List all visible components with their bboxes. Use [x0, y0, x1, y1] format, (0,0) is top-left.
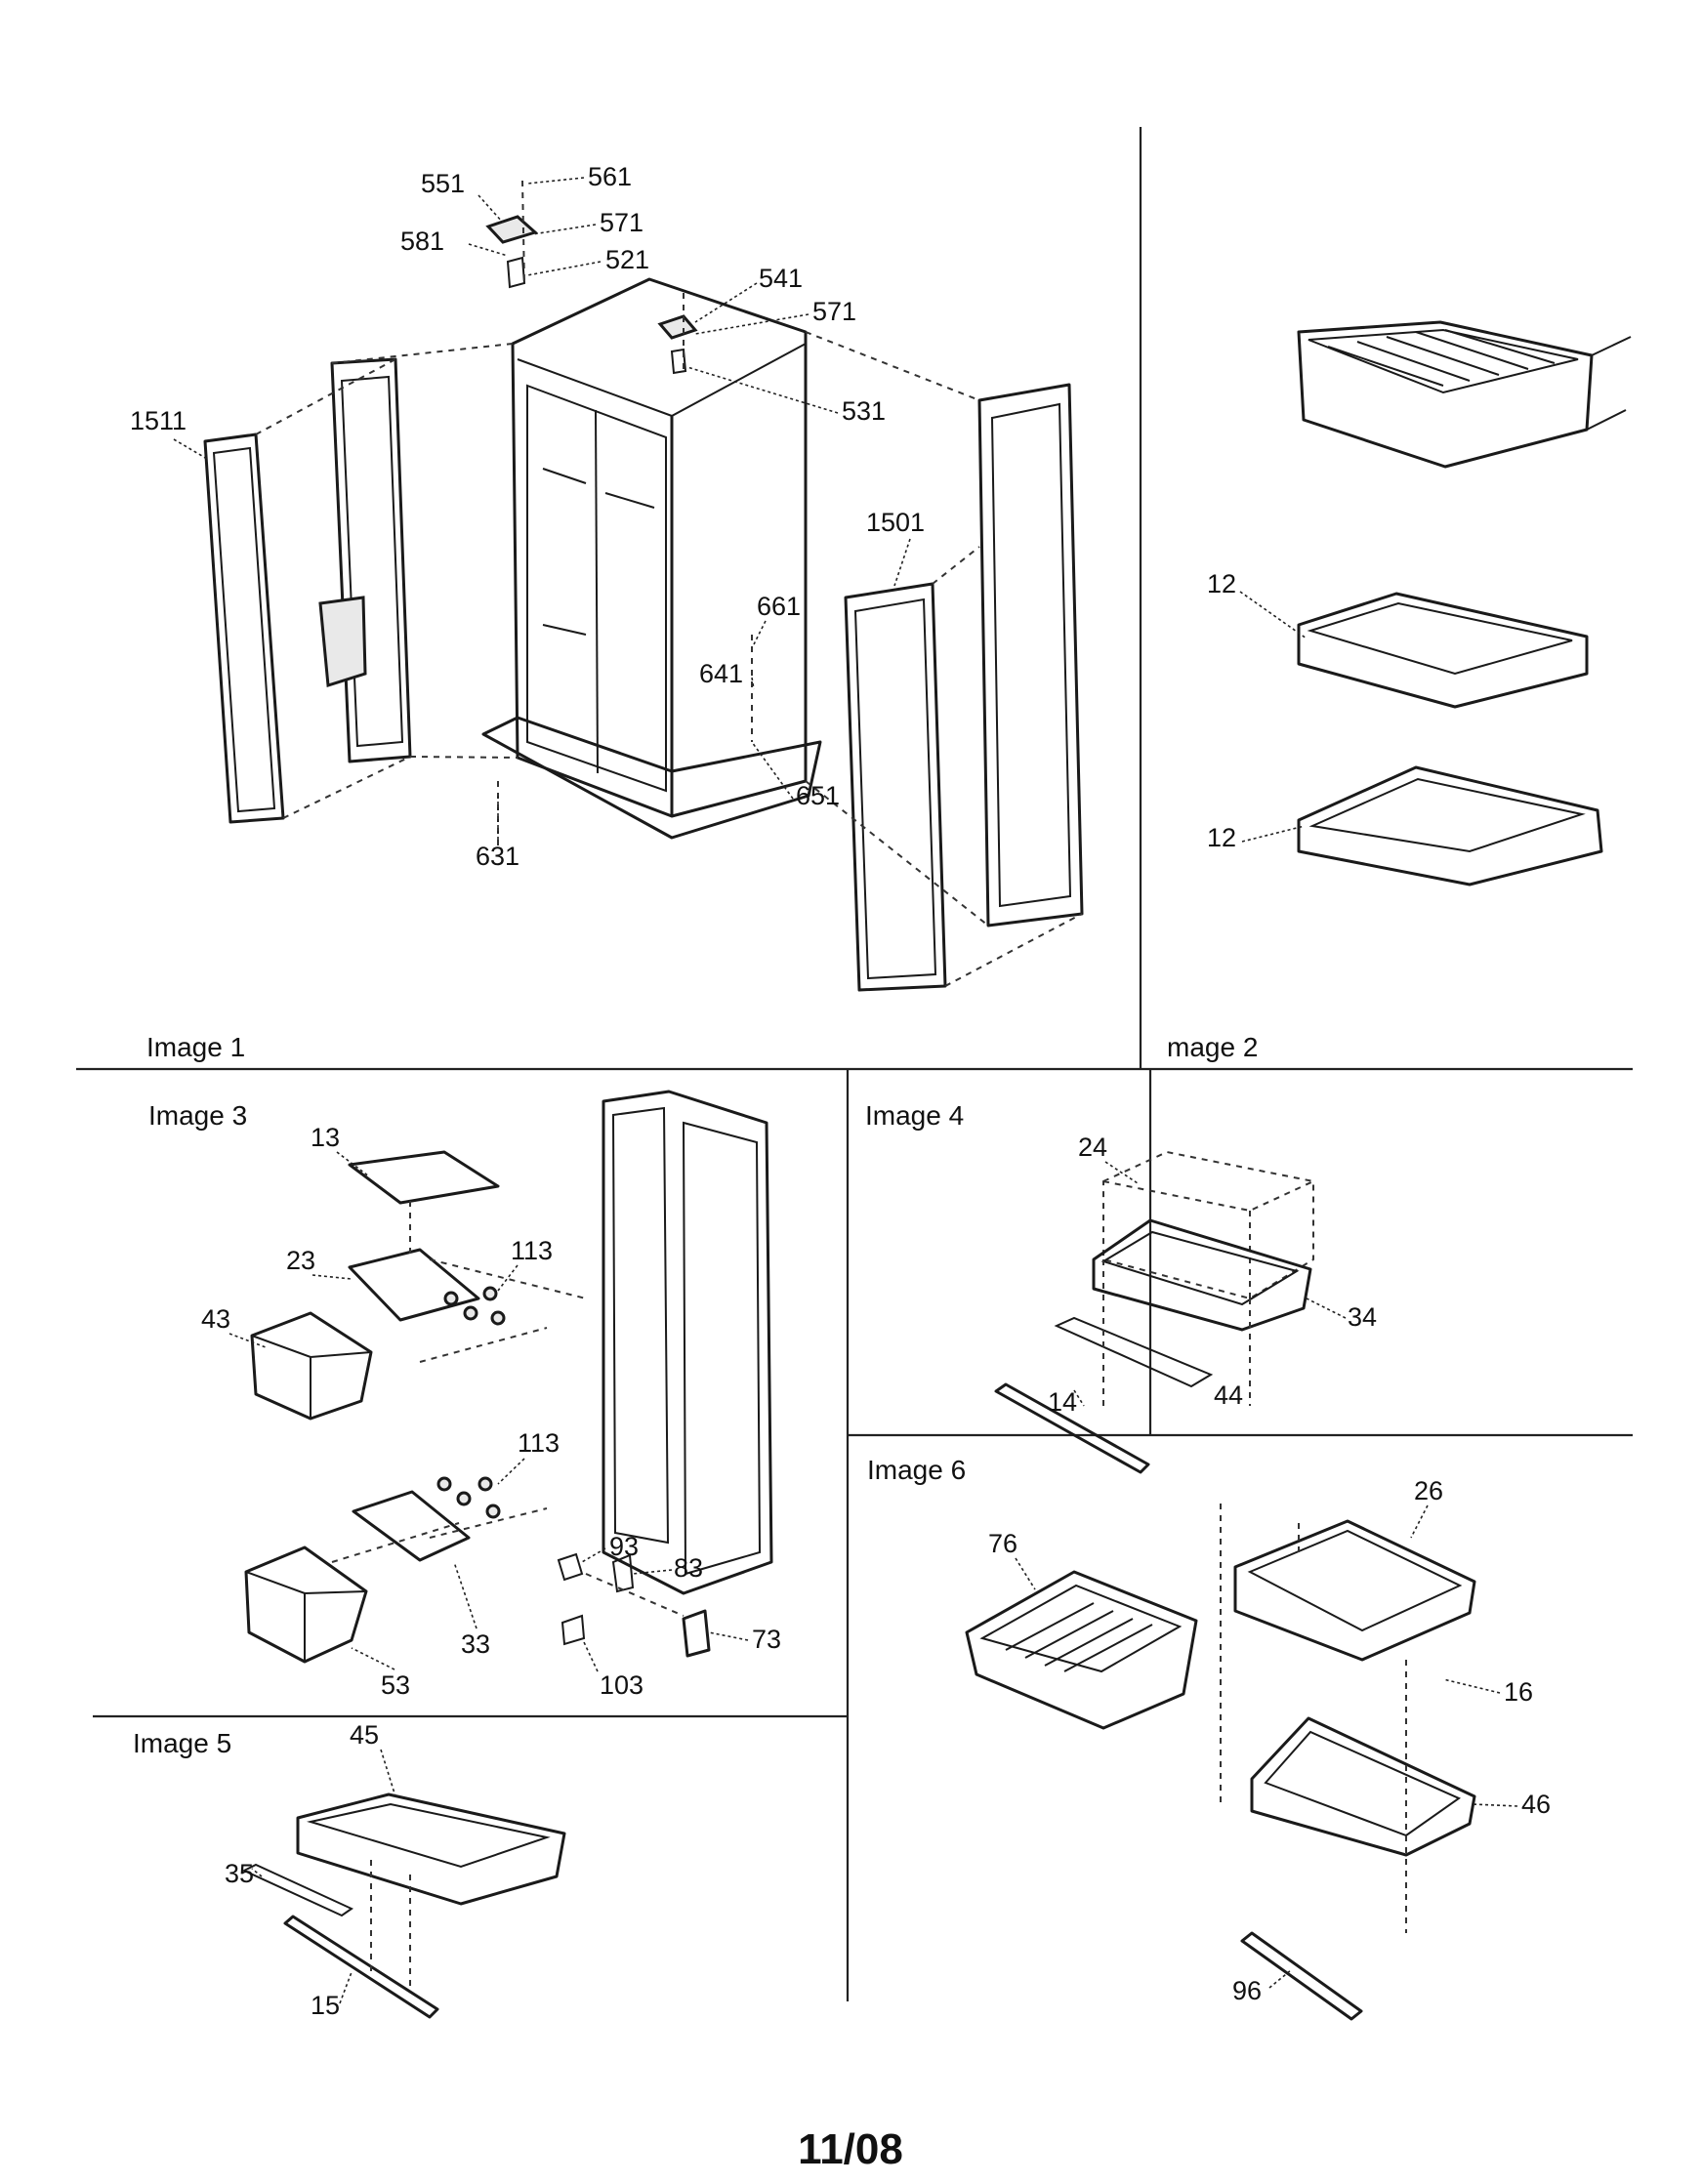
- callout-641: 641: [699, 659, 743, 688]
- image-6-callouts: 26 76 16 46 96: [988, 1476, 1551, 2005]
- top-hinge-cover: [485, 215, 538, 244]
- bracket-83: [611, 1553, 635, 1593]
- callout-35: 35: [225, 1859, 254, 1888]
- screw-93: [557, 1552, 584, 1582]
- callout-33: 33: [461, 1629, 490, 1659]
- callout-53: 53: [381, 1670, 410, 1700]
- glass-shelf-26: [1233, 1519, 1476, 1662]
- image-2-drawing: [1297, 320, 1632, 886]
- callout-541: 541: [759, 264, 803, 293]
- panel-title-image-3: Image 3: [148, 1100, 247, 1131]
- freezer-shelf-13: [348, 1150, 500, 1205]
- rail-35: [241, 1863, 354, 1917]
- image-4-drawing: [994, 1150, 1314, 1474]
- freezer-bin-53: [244, 1545, 368, 1664]
- callout-551: 551: [421, 169, 465, 198]
- image-5-drawing: [241, 1793, 566, 2019]
- crisper-cover-top: [1297, 320, 1594, 469]
- fresh-food-door: [977, 383, 1084, 927]
- image-4-callouts: 24 34 14 44: [1048, 1133, 1377, 1417]
- freezer-bin-43: [250, 1311, 373, 1421]
- shelf-45: [296, 1793, 566, 1906]
- callout-1511: 1511: [130, 406, 187, 435]
- cabinet-outline-small: [602, 1090, 773, 1595]
- clip-103: [560, 1614, 586, 1646]
- callout-651: 651: [796, 781, 840, 810]
- callout-73: 73: [752, 1625, 781, 1654]
- panel-title-image-4: Image 4: [865, 1100, 964, 1131]
- callout-581: 581: [400, 227, 444, 256]
- image-3-callouts: 13 113 23 43 113 93 83 33 73 53 103: [201, 1123, 781, 1700]
- callout-13: 13: [311, 1123, 340, 1152]
- callout-561: 561: [588, 162, 632, 191]
- callout-12-lower: 12: [1207, 823, 1236, 852]
- rail-14: [994, 1382, 1150, 1474]
- footer-date: 11/08: [798, 2125, 903, 2173]
- refrigerator-cabinet: [511, 277, 808, 818]
- glass-shelf-upper: [1297, 592, 1589, 709]
- trim-15: [283, 1915, 439, 2019]
- callout-45: 45: [350, 1720, 379, 1750]
- glass-shelf-lower: [1297, 765, 1603, 886]
- image-5-callouts: 45 35 15: [225, 1720, 396, 2020]
- callout-113-lower: 113: [518, 1428, 560, 1458]
- image-6-drawing: [965, 1504, 1476, 2021]
- panel-title-image-5: Image 5: [133, 1728, 231, 1758]
- callout-23: 23: [286, 1246, 315, 1275]
- callout-531: 531: [842, 396, 886, 426]
- panel-title-image-2: mage 2: [1167, 1032, 1258, 1062]
- panel-title-image-6: Image 6: [867, 1455, 966, 1485]
- callout-103: 103: [600, 1670, 643, 1700]
- image-2-callouts: 12 12: [1207, 569, 1308, 852]
- panel-dividers: [76, 127, 1633, 2001]
- callout-96: 96: [1232, 1976, 1262, 2005]
- callout-93: 93: [609, 1532, 639, 1561]
- panel-title-image-1: Image 1: [146, 1032, 245, 1062]
- callout-631: 631: [476, 842, 519, 871]
- callout-34: 34: [1348, 1302, 1377, 1332]
- callout-44: 44: [1214, 1380, 1243, 1410]
- callout-571-right: 571: [812, 297, 856, 326]
- callout-661: 661: [757, 592, 801, 621]
- glass-shelf-46: [1250, 1716, 1476, 1857]
- crisper-pan-76: [965, 1570, 1198, 1730]
- dispenser-housing: [318, 596, 367, 687]
- trim-96: [1240, 1931, 1363, 2021]
- callout-521: 521: [605, 245, 649, 274]
- callout-571-top: 571: [600, 208, 643, 237]
- right-hinge-cover: [657, 314, 698, 340]
- callout-113-upper: 113: [511, 1236, 553, 1265]
- bracket-73: [682, 1609, 711, 1658]
- callout-12-upper: 12: [1207, 569, 1236, 598]
- callout-14: 14: [1048, 1387, 1077, 1417]
- callout-46: 46: [1521, 1790, 1551, 1819]
- drawer-tray-34: [1092, 1218, 1312, 1332]
- freezer-shelf-23: [348, 1248, 480, 1322]
- callout-26: 26: [1414, 1476, 1443, 1505]
- callout-1501: 1501: [866, 508, 925, 537]
- drawer-space-box: [1102, 1150, 1314, 1300]
- callout-76: 76: [988, 1529, 1017, 1558]
- callout-43: 43: [201, 1304, 230, 1334]
- callout-83: 83: [674, 1553, 703, 1583]
- callout-16: 16: [1504, 1677, 1533, 1707]
- rail-44: [1054, 1316, 1214, 1388]
- callout-24: 24: [1078, 1133, 1107, 1162]
- image-1-drawing: [203, 180, 1084, 992]
- image-3-drawing: [244, 1090, 773, 1664]
- image-1-callouts: 551 561 571 581 521 541 571 531 1511 150…: [130, 162, 925, 871]
- freezer-shelf-33: [352, 1490, 471, 1562]
- callout-15: 15: [311, 1991, 340, 2020]
